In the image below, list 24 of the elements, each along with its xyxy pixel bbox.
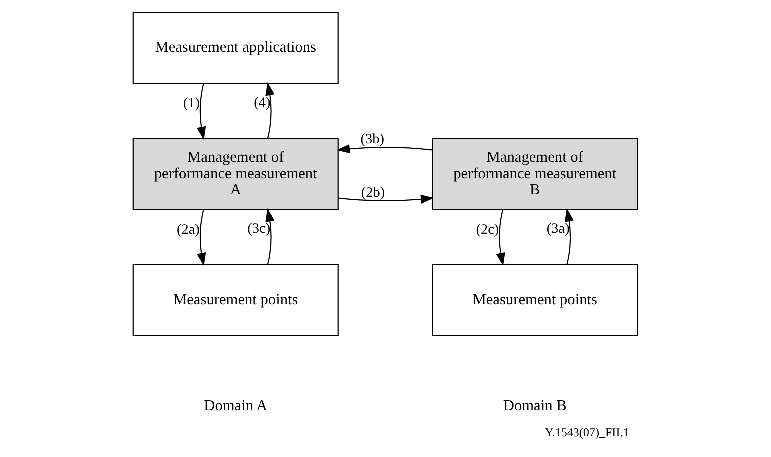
label: Domain B [503, 398, 567, 415]
edge-label: (2a) [176, 222, 200, 238]
caption: Y.1543(07)_FII.1 [545, 426, 630, 440]
arrow [197, 210, 206, 266]
arrow [496, 210, 506, 266]
edge-label: (3b) [360, 132, 384, 148]
node-box: Measurement points [432, 264, 638, 336]
node-box: Measurement points [132, 264, 339, 336]
arrow [564, 208, 574, 265]
arrow [336, 144, 433, 154]
arrow [197, 84, 206, 140]
arrow [266, 82, 275, 139]
arrow [338, 194, 434, 204]
node-box: Management of performance measurement A [132, 138, 339, 210]
edge-label: (2c) [476, 222, 500, 238]
edge-label: (3c) [248, 221, 271, 238]
edge-label: (3a) [546, 221, 570, 238]
arrow [266, 208, 275, 265]
edge-label: (4) [254, 95, 271, 112]
label: Domain A [204, 398, 268, 415]
node-box: Management of performance measurement B [432, 138, 638, 210]
edge-label: (2b) [361, 185, 386, 202]
edge-label: (1) [183, 96, 200, 112]
node-box: Measurement applications [132, 12, 339, 84]
